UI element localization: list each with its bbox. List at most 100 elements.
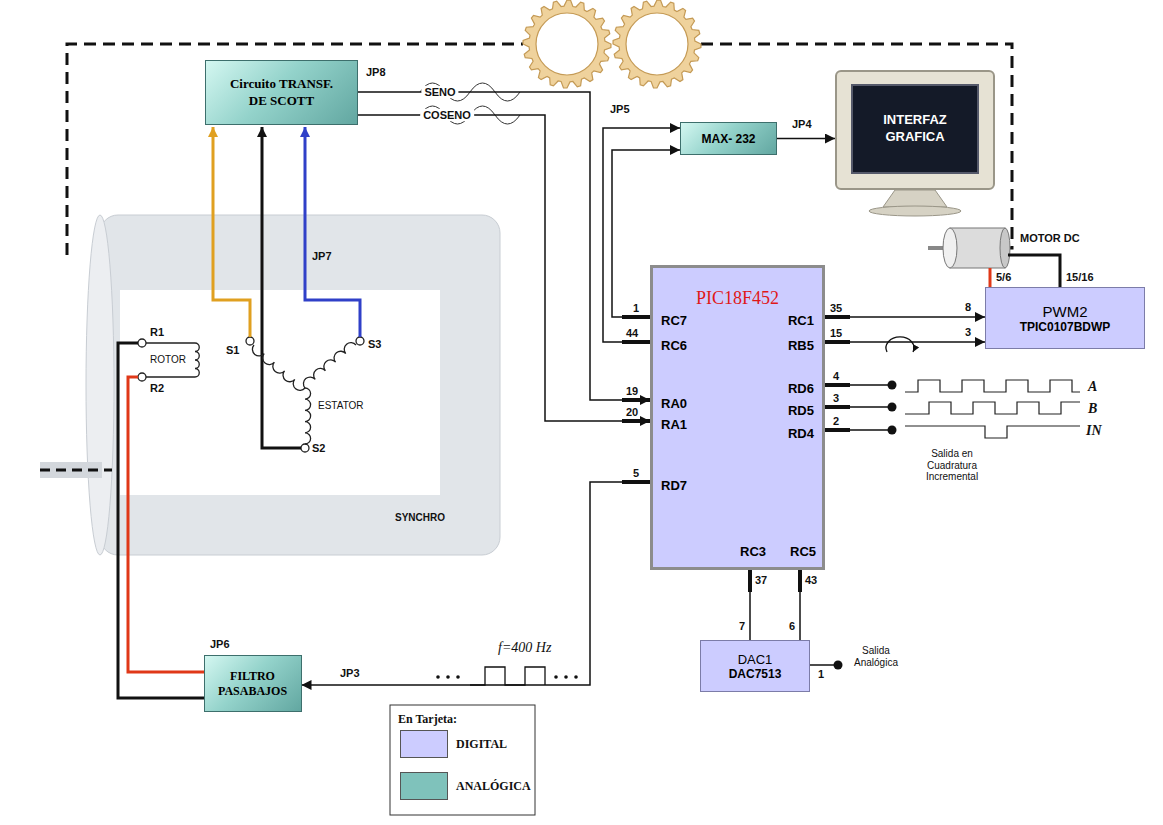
legend-swatch <box>400 730 448 758</box>
legend-text: ANALÓGICA <box>456 779 531 794</box>
terminal <box>301 444 309 452</box>
ellipsis-dot <box>564 675 568 679</box>
pin-name: RD6 <box>788 381 814 396</box>
label-text: 19 <box>626 385 638 397</box>
label-text: SYNCHRO <box>395 512 445 523</box>
waveform-index <box>905 426 1080 438</box>
label-text: Salida en Cuadratura Incremental <box>912 448 992 483</box>
node-text: MAX- 232 <box>701 132 755 146</box>
gear <box>523 0 611 88</box>
motor-back <box>1000 228 1010 268</box>
output-dot <box>888 403 897 412</box>
filter-block: FILTRO PASABAJOS <box>204 655 302 712</box>
label-text: MOTOR DC <box>1020 232 1080 244</box>
motor-shaft <box>928 246 944 250</box>
label-text: Salida Analógica <box>846 645 906 668</box>
motor-wire <box>1008 255 1060 287</box>
signal-connector <box>358 92 650 400</box>
ellipsis-dot <box>446 675 450 679</box>
label-text: 5 <box>633 467 639 479</box>
synchro-body <box>100 215 500 555</box>
signal-connector <box>825 341 985 343</box>
ellipsis-dot <box>436 675 440 679</box>
screen-area: INTERFAZ GRAFICA <box>851 84 979 174</box>
stator-wire <box>213 127 250 337</box>
label-text: S2 <box>312 442 325 454</box>
waveform-b <box>905 402 1080 414</box>
coil-symbol <box>303 343 356 388</box>
label-text: S1 <box>226 344 239 356</box>
label-text: En Tarjeta: <box>398 712 457 727</box>
label-text: 7 <box>739 620 745 632</box>
label-text: ROTOR <box>150 354 186 365</box>
motor-wire <box>989 268 992 287</box>
motor-face <box>943 228 957 268</box>
label-text: A <box>1088 379 1097 395</box>
synchro-face <box>86 215 114 555</box>
node-text: TPIC0107BDWP <box>1020 320 1111 334</box>
pin-name: RC1 <box>788 313 814 328</box>
dac-chip: DAC1DAC7513 <box>700 640 810 692</box>
ellipsis-dot <box>456 675 460 679</box>
output-leads <box>850 385 888 430</box>
label-text: R1 <box>150 326 164 338</box>
gear-hole <box>626 13 688 75</box>
label-text: f=400 Hz <box>498 640 551 656</box>
gear <box>613 0 701 88</box>
square-wave <box>470 667 545 685</box>
legend-text: DIGITAL <box>456 737 507 752</box>
stator-wire <box>262 127 301 448</box>
terminal <box>138 339 146 347</box>
label-text: JP6 <box>210 638 230 650</box>
label-text: 4 <box>833 370 839 382</box>
driver-chip: PWM2TPIC0107BDWP <box>985 287 1145 349</box>
label-text: 44 <box>626 327 638 339</box>
label-text: 15 <box>830 327 842 339</box>
label-text: JP7 <box>312 250 332 262</box>
schematic-panel <box>120 290 440 495</box>
signal-connector <box>749 570 751 640</box>
node-text: DAC7513 <box>729 667 782 681</box>
label-text: JP4 <box>792 118 812 130</box>
label-text: 2 <box>833 415 839 427</box>
rotor-wire <box>118 343 204 698</box>
label-text: JP8 <box>366 66 386 78</box>
analog-block: Circuito TRANSF. DE SCOTT <box>205 60 358 125</box>
label-text: 6 <box>789 620 795 632</box>
microcontroller: PIC18F452RC7RC6RA0RA1RD7RC1RB5RD6RD5RD4R… <box>650 265 825 570</box>
chip-title: PIC18F452 <box>696 288 779 309</box>
rotation-symbol <box>886 337 914 352</box>
pin-name: RD4 <box>788 426 814 441</box>
output-lead <box>810 664 834 666</box>
terminal <box>246 337 254 345</box>
pin-name: RC7 <box>661 313 687 328</box>
monitor-screen: INTERFAZ GRAFICA <box>835 70 995 190</box>
label-text: B <box>1088 401 1097 417</box>
gear-hole <box>536 13 598 75</box>
mechanical-link <box>67 44 523 255</box>
pin-name: RC5 <box>790 544 816 559</box>
label-text: 37 <box>755 574 767 586</box>
interface-chip: MAX- 232 <box>680 122 777 155</box>
pin-name: RA0 <box>661 396 687 411</box>
shaft-axis <box>40 469 112 472</box>
monitor-stand <box>883 190 947 207</box>
label-text: 1 <box>818 668 824 680</box>
connector-label: SENO <box>421 86 458 98</box>
ellipsis-dot <box>554 675 558 679</box>
output-dot <box>888 381 897 390</box>
pin-name: RD5 <box>788 403 814 418</box>
label-text: R2 <box>150 382 164 394</box>
label-text: JP3 <box>340 667 360 679</box>
pin-name: RB5 <box>788 338 814 353</box>
legend-swatch <box>400 772 448 800</box>
terminal <box>356 337 364 345</box>
stator-wire <box>305 127 360 337</box>
legend-frame <box>390 705 535 815</box>
label-text: 5/6 <box>996 271 1011 283</box>
label-text: S3 <box>368 338 381 350</box>
node-text: Circuito TRANSF. DE SCOTT <box>222 76 342 109</box>
signal-connector <box>777 138 835 140</box>
signal-connector <box>799 570 801 640</box>
node-text: FILTRO PASABAJOS <box>210 669 296 699</box>
